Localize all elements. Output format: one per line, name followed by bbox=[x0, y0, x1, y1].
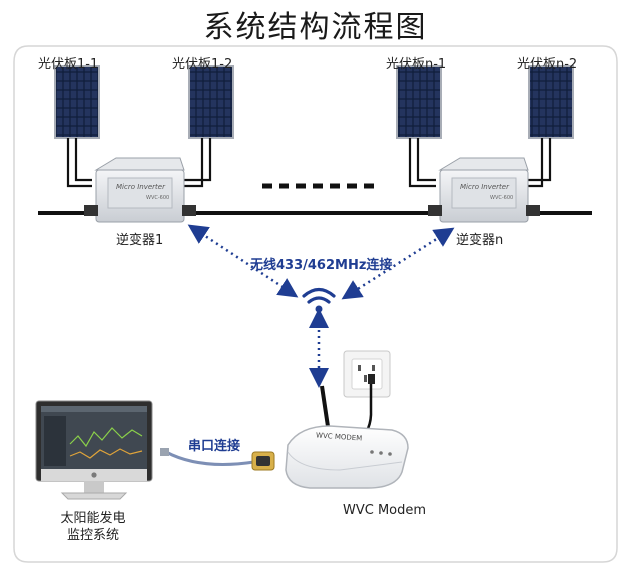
diagram-title: 系统结构流程图 bbox=[203, 10, 428, 45]
usb-plug bbox=[160, 448, 169, 456]
wireless-link-inverter-1 bbox=[187, 224, 299, 298]
wifi-icon bbox=[302, 287, 336, 313]
wvc-modem-device bbox=[285, 425, 409, 489]
inverter-n-label: 逆变器n bbox=[456, 233, 504, 248]
inverter-1-brand-text: Micro Inverter bbox=[116, 183, 165, 191]
solar-panel-n-1 bbox=[396, 65, 442, 139]
dc-cables bbox=[66, 138, 552, 188]
panel-label-1-2: 光伏板1-2 bbox=[172, 57, 233, 72]
serial-cable bbox=[165, 450, 255, 466]
panel-label-n-2: 光伏板n-2 bbox=[517, 57, 578, 72]
solar-panel-1-1 bbox=[54, 65, 100, 139]
inverter-n-brand-text: Micro Inverter bbox=[460, 183, 509, 191]
inverter-n bbox=[428, 157, 540, 223]
panel-label-n-1: 光伏板n-1 bbox=[386, 57, 447, 72]
monitor-label-line2: 监控系统 bbox=[66, 528, 119, 543]
modem-label: WVC Modem bbox=[343, 503, 427, 518]
outer-frame bbox=[13, 45, 618, 563]
inverter-1-label: 逆变器1 bbox=[116, 233, 164, 248]
serial-connector bbox=[251, 451, 275, 471]
monitor-label-line1: 太阳能发电 bbox=[60, 511, 126, 526]
solar-panel-1-2 bbox=[188, 65, 234, 139]
panel-label-1-1: 光伏板1-1 bbox=[38, 57, 99, 72]
inverter-1 bbox=[84, 157, 196, 223]
solar-panel-n-2 bbox=[528, 65, 574, 139]
inverter-1-model-text: WVC-600 bbox=[146, 195, 170, 201]
inverter-n-model-text: WVC-600 bbox=[490, 195, 514, 201]
wall-socket-icon bbox=[343, 350, 391, 398]
wireless-link-inverter-n bbox=[341, 227, 455, 300]
monitor-computer bbox=[35, 400, 153, 500]
serial-connection-label: 串口连接 bbox=[188, 439, 241, 454]
wireless-connection-label: 无线433/462MHz连接 bbox=[250, 258, 393, 273]
